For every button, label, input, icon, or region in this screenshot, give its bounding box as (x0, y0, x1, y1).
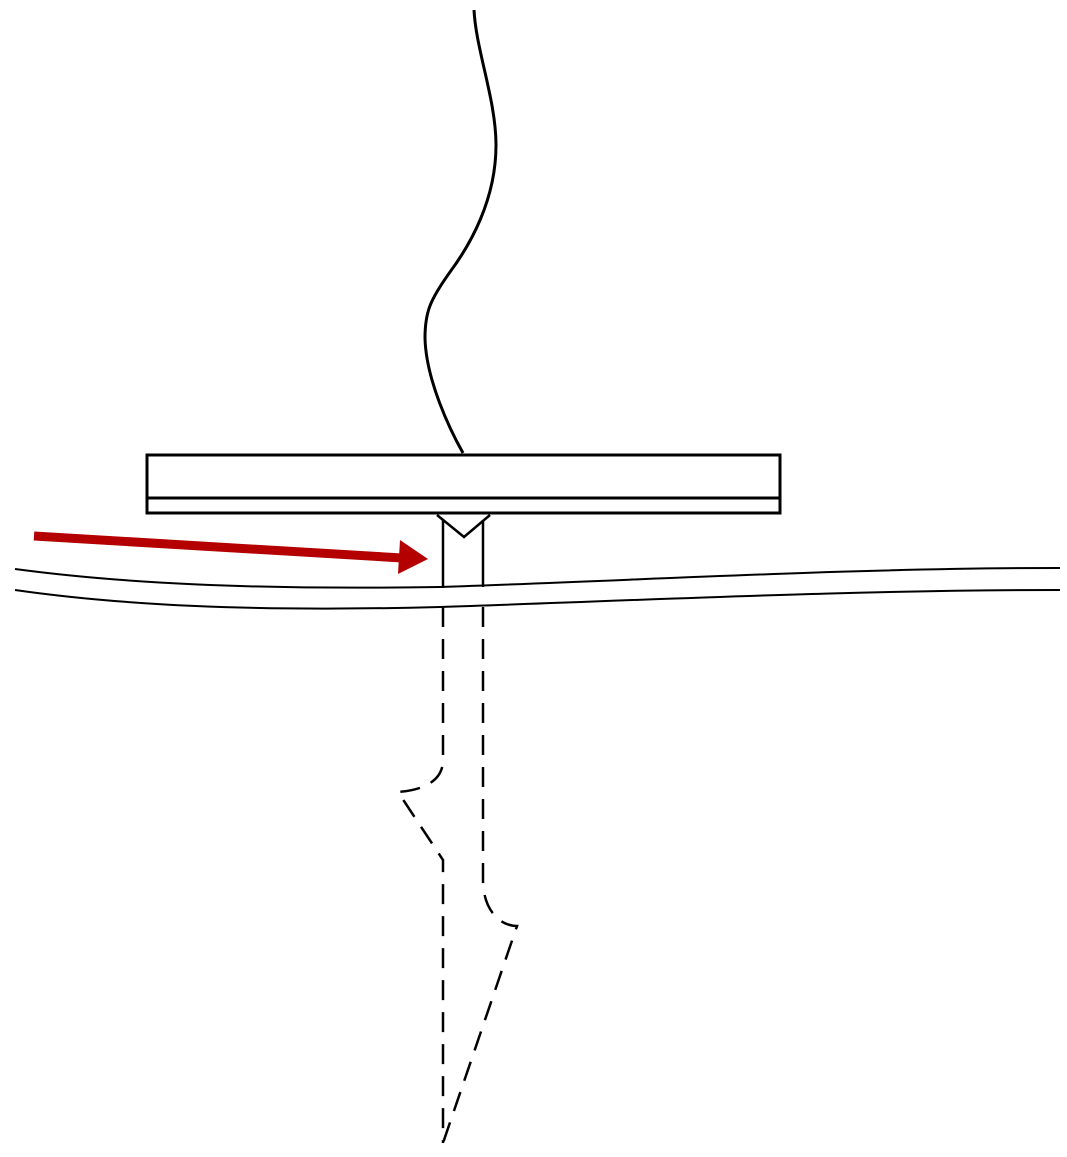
needle-hidden-left (395, 607, 445, 1143)
arrow-right-icon (33, 531, 428, 574)
sensor-plate (145, 453, 782, 515)
skin-surface-bottom (14, 589, 1061, 610)
skin-surface-top (14, 567, 1061, 589)
needle-hidden-right (441, 607, 519, 1144)
needle-hub (436, 514, 491, 539)
wire-lead (423, 9, 498, 454)
